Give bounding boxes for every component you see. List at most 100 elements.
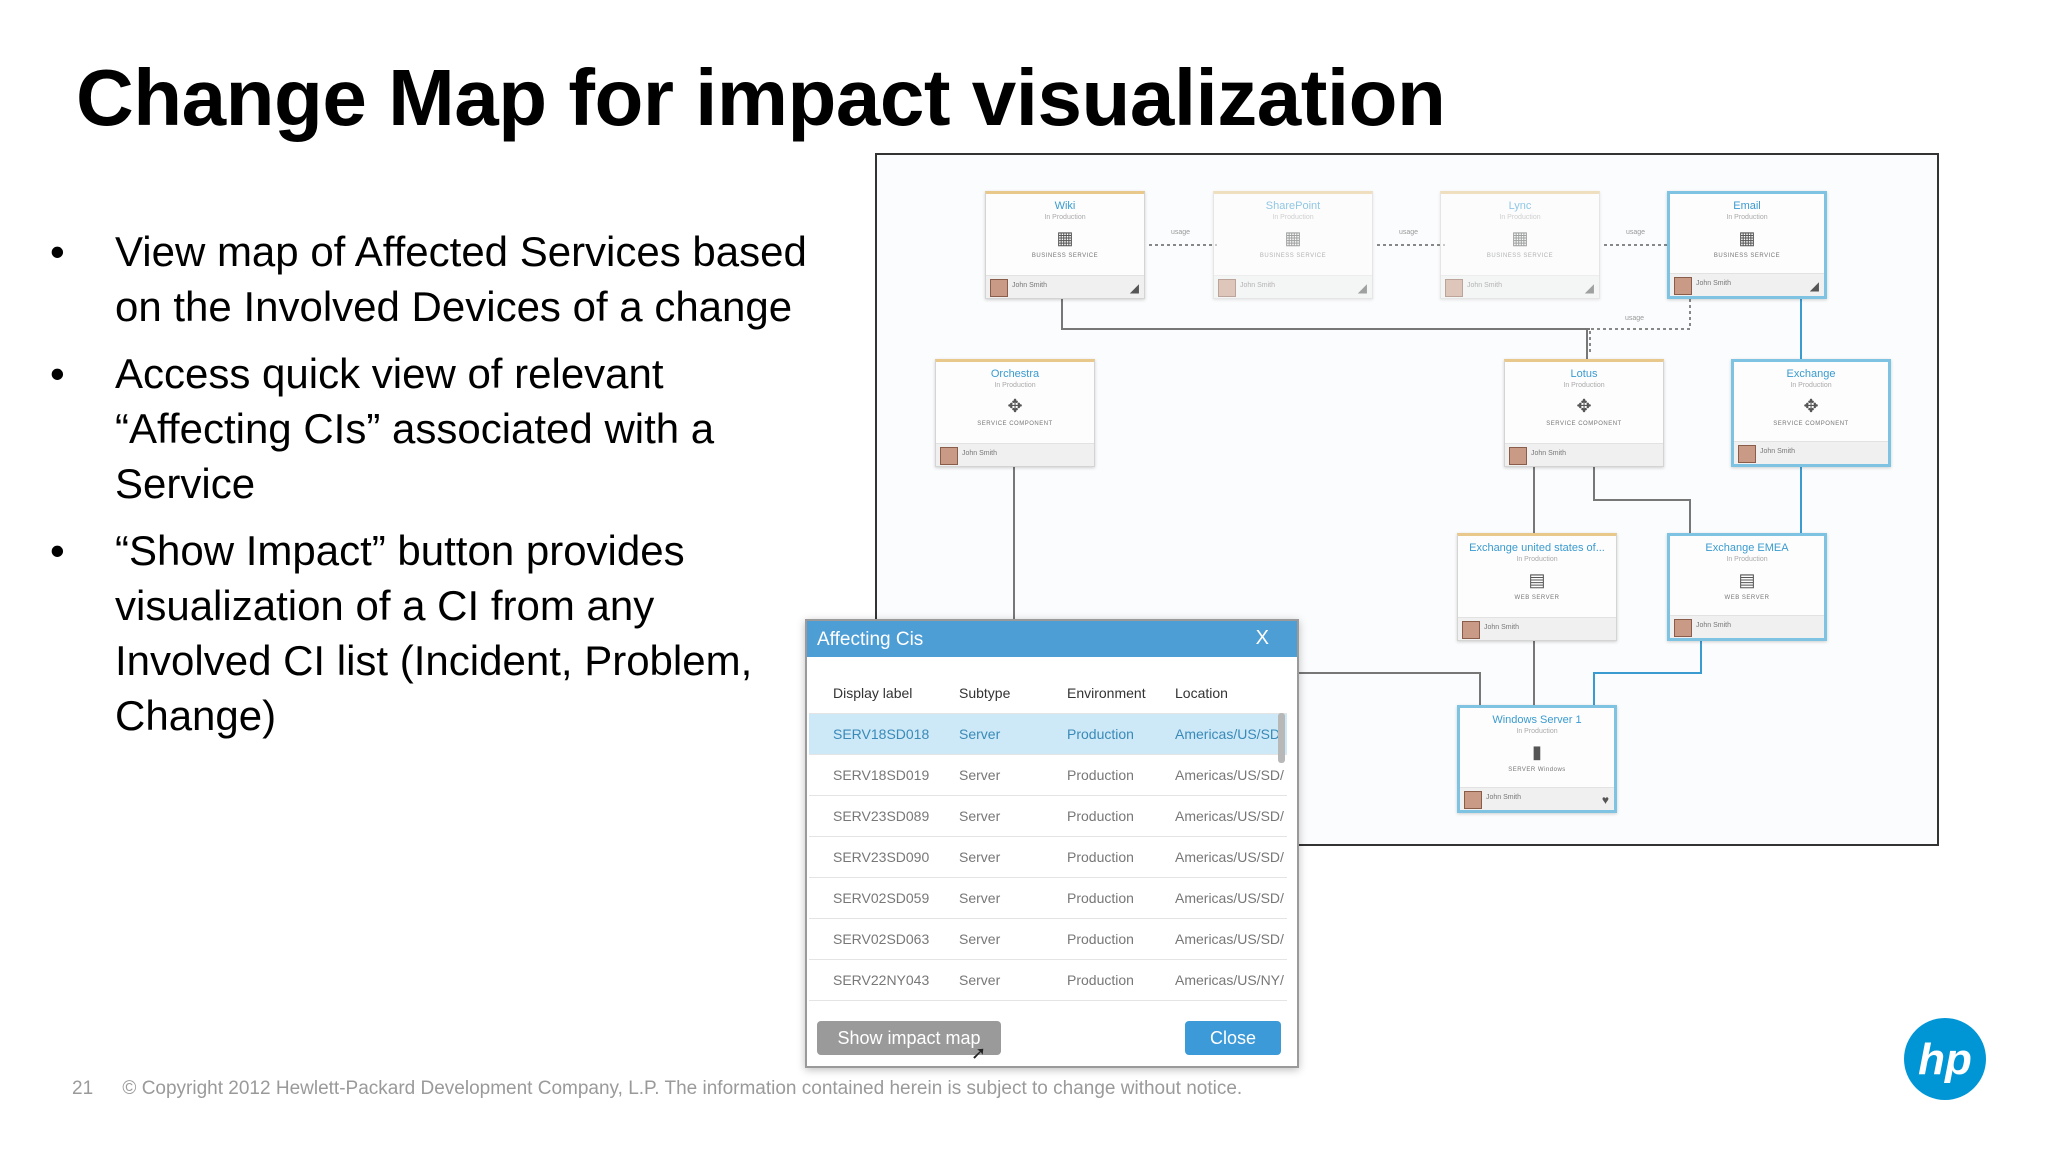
ci-node-exchange-us[interactable]: Exchange united states of... In Producti… [1457, 533, 1617, 641]
avatar [1462, 621, 1480, 639]
avatar [1738, 445, 1756, 463]
cell-subtype: Server [959, 931, 1001, 947]
table-row[interactable]: SERV23SD090 Server Production Americas/U… [809, 837, 1287, 878]
ci-node-wiki[interactable]: Wiki In Production ▦ BUSINESS SERVICE Jo… [985, 191, 1145, 299]
close-icon[interactable]: X [1255, 627, 1269, 649]
cell-location: Americas/US/SD/ [1175, 849, 1284, 865]
node-type: BUSINESS SERVICE [1259, 253, 1327, 259]
bullet-text: Access quick view of relevant “Affecting… [115, 350, 715, 507]
node-type: SERVICE COMPONENT [977, 421, 1053, 427]
node-footer: John Smith◢ [1670, 273, 1824, 296]
bullet-text: “Show Impact” button provides visualizat… [115, 527, 753, 739]
cell-subtype: Server [959, 767, 1001, 783]
ci-node-lotus[interactable]: Lotus In Production ✥ SERVICE COMPONENT … [1504, 359, 1664, 467]
table-row[interactable]: SERV18SD018 Server Production Americas/U… [809, 714, 1287, 755]
node-footer: John Smith [1734, 441, 1888, 464]
cell-label: SERV02SD059 [833, 890, 930, 906]
link-label: usage [1626, 229, 1646, 236]
map-link [1593, 641, 1702, 705]
table-row[interactable]: SERV02SD063 Server Production Americas/U… [809, 919, 1287, 960]
page-number: 21 [72, 1078, 94, 1099]
node-name: Wiki [1054, 200, 1076, 212]
usage-link [1589, 299, 1691, 355]
node-footer: John Smith [936, 443, 1094, 466]
close-button[interactable]: Close [1185, 1021, 1281, 1055]
node-type: WEB SERVER [1514, 595, 1560, 601]
cell-environment: Production [1067, 808, 1134, 824]
link-label: usage [1171, 229, 1191, 236]
node-type: BUSINESS SERVICE [1486, 253, 1554, 259]
node-footer: John Smith [1670, 615, 1824, 638]
link-label: usage [1625, 315, 1645, 322]
ci-node-lync[interactable]: Lync In Production ▦ BUSINESS SERVICE Jo… [1440, 191, 1600, 299]
node-name: Lync [1508, 200, 1532, 212]
show-impact-map-button[interactable]: Show impact map [817, 1021, 1001, 1055]
avatar [1464, 791, 1482, 809]
node-name: Email [1733, 200, 1761, 212]
ci-node-windows-server[interactable]: Windows Server 1 In Production ▮ SERVER … [1457, 705, 1617, 813]
node-type: SERVICE COMPONENT [1773, 421, 1849, 427]
cell-location: Americas/US/SD/ [1175, 890, 1284, 906]
ci-node-sharepoint[interactable]: SharePoint In Production ▦ BUSINESS SERV… [1213, 191, 1373, 299]
web-server-icon: ▤ [1528, 570, 1546, 590]
slide-title: Change Map for impact visualization [76, 53, 1446, 142]
node-name: Orchestra [990, 368, 1040, 380]
node-footer: John Smith [1458, 617, 1616, 640]
node-status: In Production [1516, 728, 1558, 735]
cell-subtype: Server [959, 972, 1001, 988]
table-header: Display label Subtype Environment Locati… [809, 673, 1287, 714]
map-link [1297, 672, 1481, 705]
cell-label: SERV23SD089 [833, 808, 930, 824]
ci-node-exchange-emea[interactable]: Exchange EMEA In Production ▤ WEB SERVER… [1667, 533, 1827, 641]
map-link [1061, 299, 1590, 330]
cell-subtype: Server [959, 890, 1001, 906]
cell-location: Americas/US/SD/ [1175, 726, 1284, 742]
hp-logo-icon: hp [1904, 1018, 1986, 1100]
table-row[interactable]: SERV22NY043 Server Production Americas/U… [809, 960, 1287, 1001]
cell-label: SERV02SD063 [833, 931, 930, 947]
column-header[interactable]: Subtype [959, 685, 1011, 701]
signal-icon: ◢ [1357, 281, 1367, 295]
affecting-cis-table: Display label Subtype Environment Locati… [809, 673, 1287, 1001]
cell-label: SERV18SD018 [833, 726, 930, 742]
web-server-icon: ▤ [1738, 570, 1756, 590]
node-status: In Production [994, 382, 1036, 389]
node-name: SharePoint [1265, 200, 1321, 212]
node-status: In Production [1726, 556, 1768, 563]
affecting-cis-dialog: Affecting Cis X Display label Subtype En… [805, 619, 1299, 1068]
bullet-dot: • [50, 527, 65, 574]
node-status: In Production [1516, 556, 1558, 563]
node-status: In Production [1790, 382, 1832, 389]
node-status: In Production [1726, 214, 1768, 221]
cell-subtype: Server [959, 808, 1001, 824]
avatar [1445, 279, 1463, 297]
node-owner: John Smith [1467, 282, 1503, 289]
cell-subtype: Server [959, 726, 1001, 742]
column-header[interactable]: Display label [833, 685, 913, 701]
table-row[interactable]: SERV02SD059 Server Production Americas/U… [809, 878, 1287, 919]
change-map-screenshot: usage usage usage usage Wiki In Producti… [875, 153, 1939, 846]
cell-environment: Production [1067, 849, 1134, 865]
avatar [1218, 279, 1236, 297]
ci-node-exchange[interactable]: Exchange In Production ✥ SERVICE COMPONE… [1731, 359, 1891, 467]
node-owner: John Smith [1012, 282, 1048, 289]
ci-node-orchestra[interactable]: Orchestra In Production ✥ SERVICE COMPON… [935, 359, 1095, 467]
column-header[interactable]: Location [1175, 685, 1228, 701]
cell-subtype: Server [959, 849, 1001, 865]
node-status: In Production [1272, 214, 1314, 221]
node-status: In Production [1499, 214, 1541, 221]
bullet-item: •Access quick view of relevant “Affectin… [50, 346, 810, 511]
table-row[interactable]: SERV18SD019 Server Production Americas/U… [809, 755, 1287, 796]
cell-environment: Production [1067, 767, 1134, 783]
business-service-icon: ▦ [1056, 228, 1074, 248]
cell-location: Americas/US/SD/ [1175, 767, 1284, 783]
node-owner: John Smith [962, 450, 998, 457]
node-owner: John Smith [1531, 450, 1567, 457]
ci-node-email[interactable]: Email In Production ▦ BUSINESS SERVICE J… [1667, 191, 1827, 299]
cell-environment: Production [1067, 931, 1134, 947]
table-scrollbar[interactable] [1278, 713, 1285, 763]
column-header[interactable]: Environment [1067, 685, 1146, 701]
table-row[interactable]: SERV23SD089 Server Production Americas/U… [809, 796, 1287, 837]
cell-label: SERV23SD090 [833, 849, 930, 865]
avatar [990, 279, 1008, 297]
